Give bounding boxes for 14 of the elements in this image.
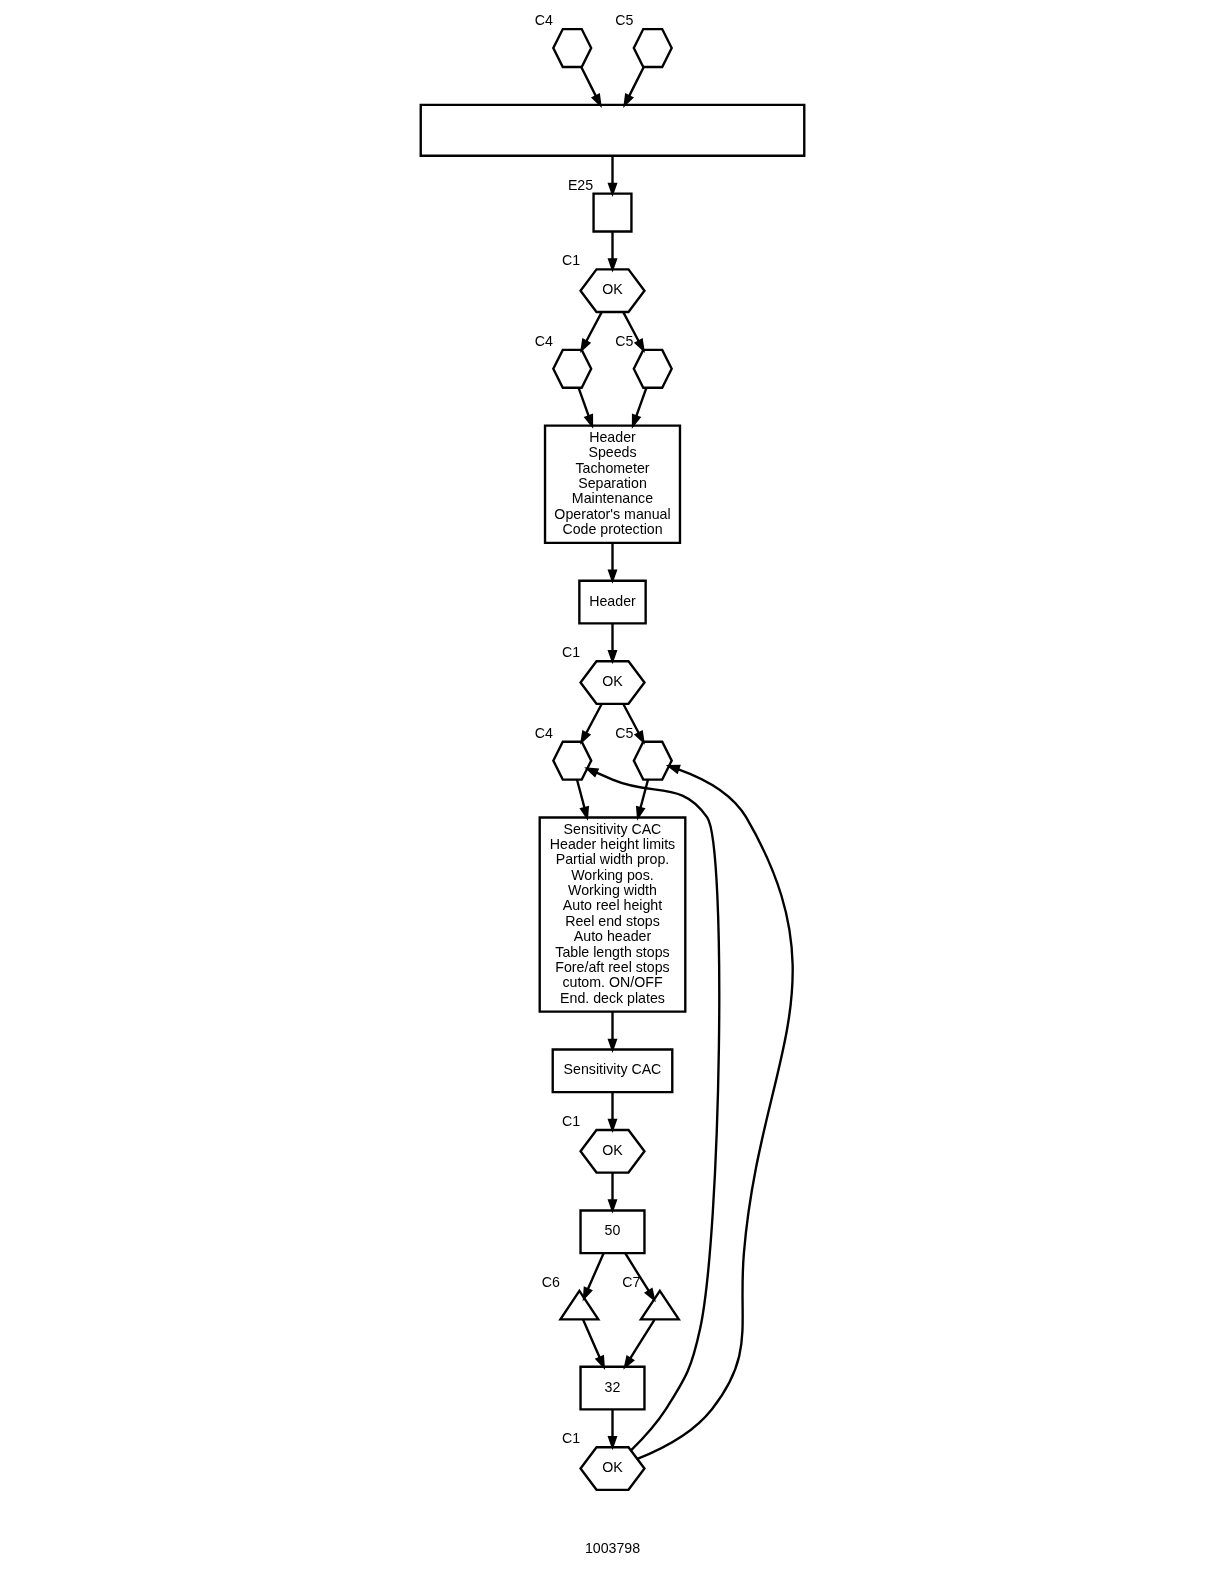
node-label: C5 [614,332,633,349]
node-label: C1 [561,252,580,269]
label: 1003798 [584,1539,640,1556]
node-label: C5 [614,724,633,741]
node-label: C4 [534,12,553,29]
node-label: C5 [614,12,633,29]
node-label: C7 [621,1273,641,1290]
node-label: C6 [541,1273,560,1290]
node-label: C1 [561,1112,580,1129]
node-label: C4 [534,724,553,741]
node-label: C1 [561,644,580,661]
node-label: C1 [561,1430,580,1447]
node-label: E25 [567,176,593,193]
node-label: C4 [534,332,553,349]
